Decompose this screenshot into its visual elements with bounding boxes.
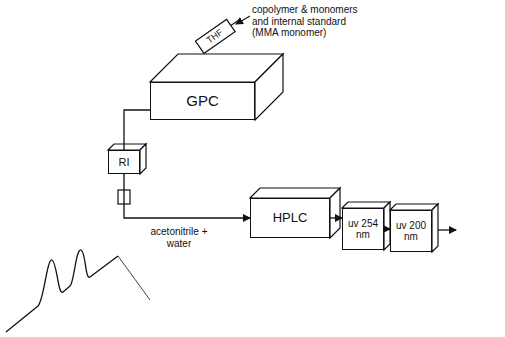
column-box: GPC — [150, 82, 255, 120]
syringe — [195, 12, 245, 53]
chromatogram-baseline — [118, 256, 150, 300]
box-label: GPC — [186, 93, 219, 110]
box-depth — [255, 54, 283, 120]
box-depth — [250, 188, 340, 198]
box-depth — [140, 144, 146, 174]
detector-box: RI — [108, 150, 140, 174]
box-label: HPLC — [273, 211, 308, 225]
box-label: RI — [119, 156, 130, 168]
box-label: uv 254 nm — [343, 218, 383, 240]
flow-line — [330, 217, 342, 218]
sample-arrow — [236, 16, 250, 24]
flow-line — [124, 110, 150, 150]
detector-box: uv 254 nm — [342, 208, 384, 250]
box-depth — [432, 204, 438, 252]
box-label: uv 200 nm — [391, 220, 431, 242]
instrument-box: HPLC — [250, 198, 330, 238]
eluent-note: acetonitrile + water — [146, 226, 212, 249]
chromatogram — [6, 250, 118, 332]
detector-box: uv 200 nm — [390, 210, 432, 252]
sample-note: copolymer & monomers and internal standa… — [252, 4, 374, 39]
box-depth — [330, 188, 340, 238]
flow-line — [124, 174, 250, 218]
